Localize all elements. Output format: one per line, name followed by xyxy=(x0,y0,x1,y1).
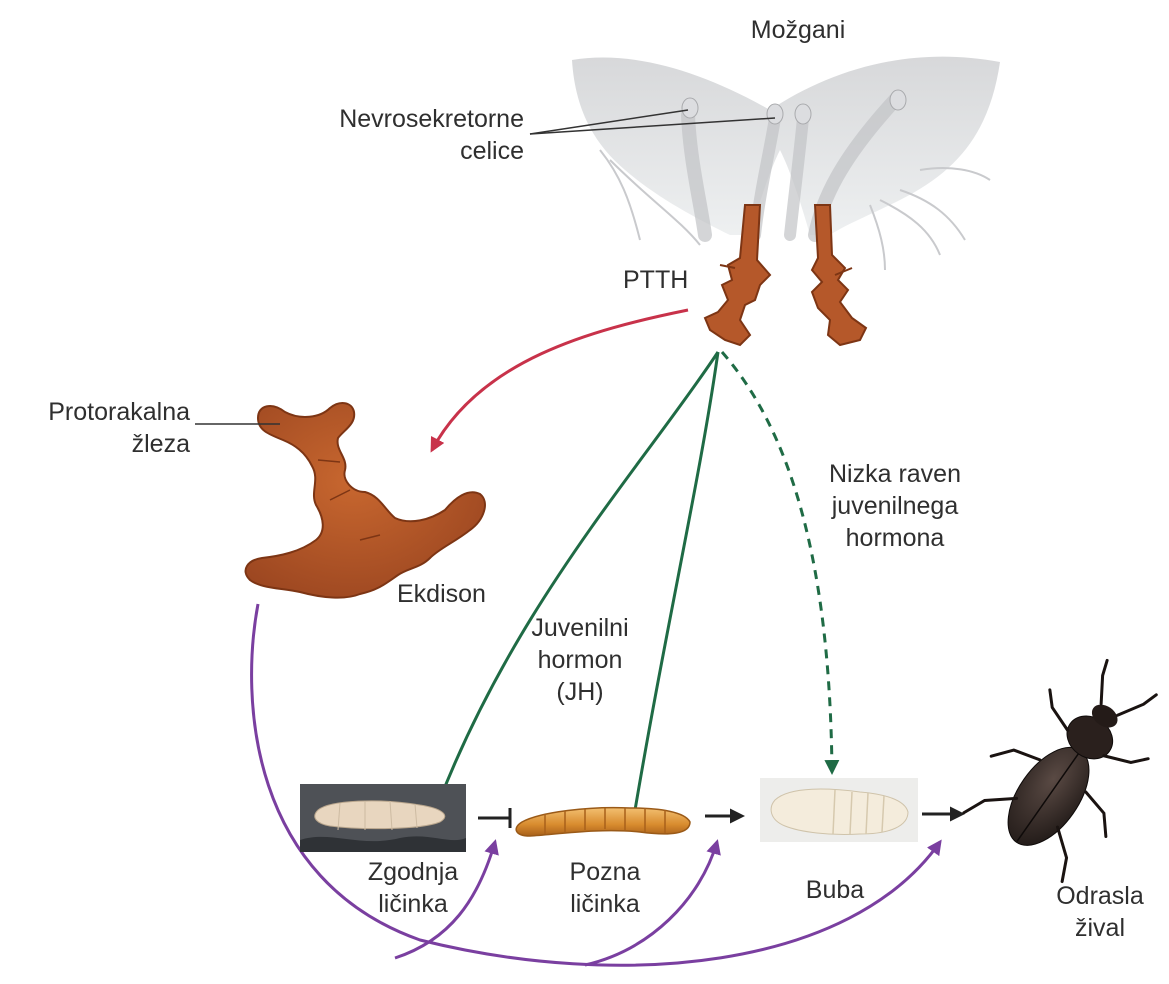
pupa-photo xyxy=(760,778,918,842)
label-late-larva-line1: Pozna xyxy=(540,856,670,888)
label-late-larva-line2: ličinka xyxy=(540,888,670,920)
early-larva-photo xyxy=(300,784,466,852)
label-prothoracic-gland: Protorakalna žleza xyxy=(0,396,190,460)
prothoracic-gland xyxy=(246,403,485,598)
label-neurosecretory-line1: Nevrosekretorne xyxy=(260,103,524,135)
label-pupa: Buba xyxy=(790,874,880,906)
label-adult-line2: žival xyxy=(1040,912,1160,944)
label-brain: Možgani xyxy=(718,14,878,46)
label-early-larva: Zgodnja ličinka xyxy=(348,856,478,920)
label-low-jh-line1: Nizka raven xyxy=(800,458,990,490)
label-neurosecretory-cells: Nevrosekretorne celice xyxy=(260,103,524,167)
label-early-larva-line1: Zgodnja xyxy=(348,856,478,888)
brain-illustration xyxy=(572,57,1000,270)
late-larva-illustration xyxy=(516,808,690,836)
label-adult-line1: Odrasla xyxy=(1040,880,1160,912)
label-jh-line2: hormon xyxy=(510,644,650,676)
label-late-larva: Pozna ličinka xyxy=(540,856,670,920)
label-jh-line1: Juvenilni xyxy=(510,612,650,644)
label-early-larva-line2: ličinka xyxy=(348,888,478,920)
label-ptth: PTTH xyxy=(623,264,688,296)
adult-beetle-illustration xyxy=(956,637,1169,887)
label-adult: Odrasla žival xyxy=(1040,880,1160,944)
label-low-jh-line2: juvenilnega xyxy=(800,490,990,522)
ptth-arrow xyxy=(432,310,688,450)
label-jh-line3: (JH) xyxy=(510,676,650,708)
label-prothoracic-line1: Protorakalna xyxy=(0,396,190,428)
label-low-jh: Nizka raven juvenilnega hormona xyxy=(800,458,990,554)
low-jh-arrow-pupa xyxy=(722,352,832,772)
label-juvenile-hormone: Juvenilni hormon (JH) xyxy=(510,612,650,708)
label-neurosecretory-line2: celice xyxy=(260,135,524,167)
label-ecdysone: Ekdison xyxy=(397,578,486,610)
label-low-jh-line3: hormona xyxy=(800,522,990,554)
jh-arrow-late-larva xyxy=(632,352,718,828)
label-prothoracic-line2: žleza xyxy=(0,428,190,460)
